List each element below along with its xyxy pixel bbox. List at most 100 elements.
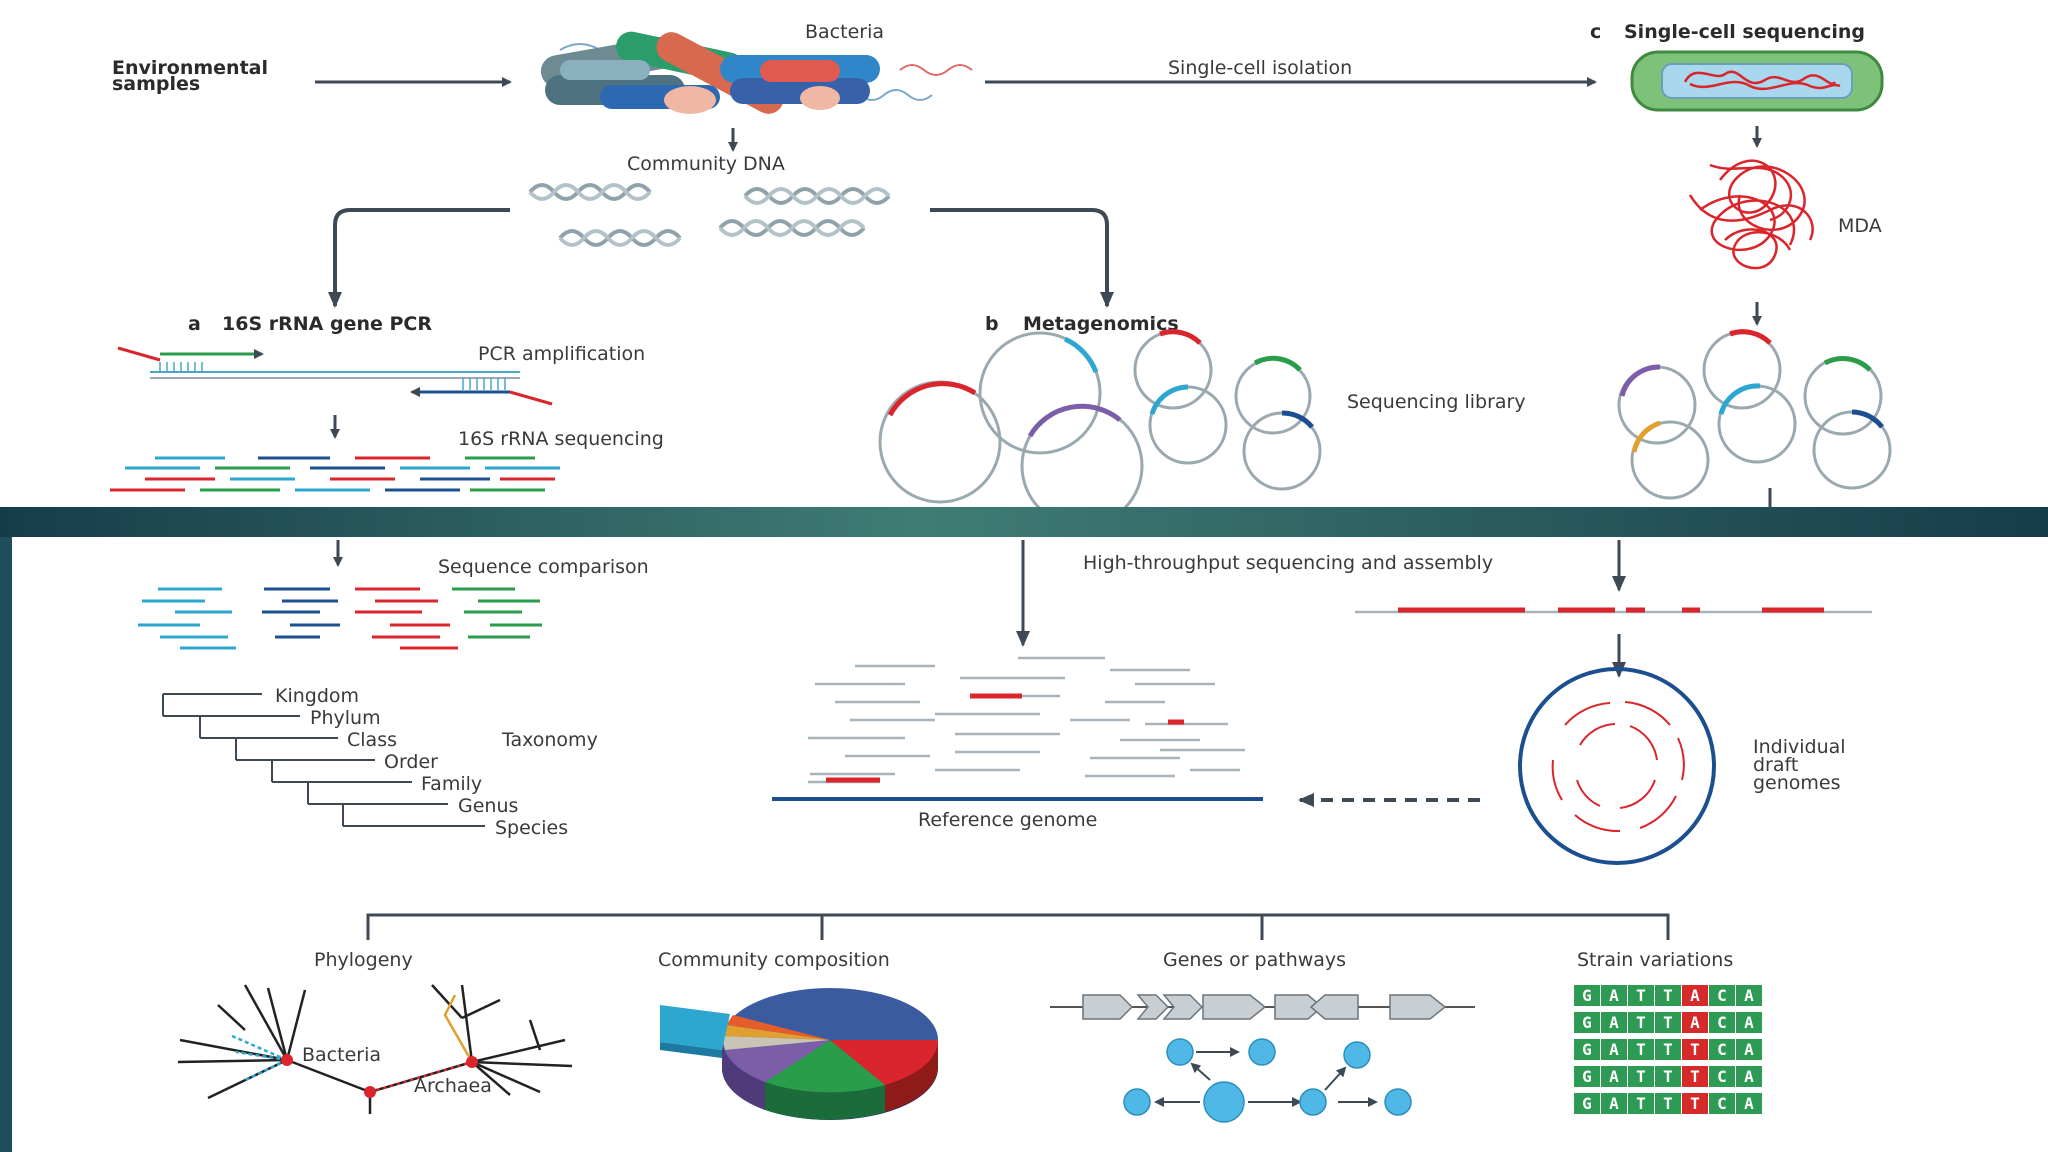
strain-cell <box>1736 985 1762 1006</box>
metagenomics-library-plasmids <box>878 329 1322 528</box>
strain-base-label: G <box>1582 1094 1592 1113</box>
community-composition-label: Community composition <box>658 949 890 971</box>
strain-cell <box>1628 1066 1654 1087</box>
strain-cell <box>1601 1066 1627 1087</box>
svg-text:Metagenomics: Metagenomics <box>1023 313 1179 335</box>
strain-cell <box>1655 1066 1681 1087</box>
strain-base-label: T <box>1663 986 1673 1005</box>
strain-cell <box>1736 1012 1762 1033</box>
outputs-bracket <box>366 913 1670 940</box>
strain-base-label: A <box>1744 1040 1754 1059</box>
svg-text:Environmental: Environmental <box>112 57 268 79</box>
strain-base-label: C <box>1717 1013 1727 1032</box>
strain-base-label: T <box>1636 1067 1646 1086</box>
strain-cell <box>1709 1093 1735 1114</box>
arrow-to-pcr <box>328 208 510 308</box>
strain-cell <box>1628 1012 1654 1033</box>
strain-base-label: T <box>1663 1013 1673 1032</box>
strain-base-label: C <box>1717 1067 1727 1086</box>
rrna-sequencing-label: 16S rRNA sequencing <box>458 428 664 450</box>
draft-genome-circle <box>1518 667 1716 865</box>
strain-cell <box>1709 1012 1735 1033</box>
sequence-comparison-reads <box>138 587 542 650</box>
svg-text:samples: samples <box>112 73 200 95</box>
strain-cell <box>1655 1012 1681 1033</box>
sequencing-library-label: Sequencing library <box>1347 391 1526 413</box>
strain-cell <box>1628 985 1654 1006</box>
strain-base-label: A <box>1744 1013 1754 1032</box>
strain-cell <box>1709 985 1735 1006</box>
genes-pathways-label: Genes or pathways <box>1163 949 1346 971</box>
strain-base-label: A <box>1744 1067 1754 1086</box>
strain-cell <box>1655 1039 1681 1060</box>
strain-cell <box>1574 985 1600 1006</box>
strain-cell <box>1655 1093 1681 1114</box>
strain-base-label: A <box>1609 1067 1619 1086</box>
dna-helix-icons <box>528 183 891 247</box>
single-cell-isolation-label: Single-cell isolation <box>1168 57 1352 79</box>
strain-base-label: A <box>1744 986 1754 1005</box>
strain-base-label: C <box>1717 986 1727 1005</box>
mda-tangle-icon <box>1688 159 1814 270</box>
strain-base-label: T <box>1663 1094 1673 1113</box>
strain-cell <box>1682 1066 1708 1087</box>
strain-cell <box>1736 1066 1762 1087</box>
svg-text:b: b <box>985 313 999 335</box>
taxonomy-rank-kingdom: Kingdom <box>275 685 359 707</box>
strain-cell <box>1682 1093 1708 1114</box>
assembly-reads <box>808 656 1245 784</box>
strain-base-label: T <box>1663 1040 1673 1059</box>
draft-genomes-label: Individual draft genomes <box>1753 736 1846 794</box>
strain-base-label: A <box>1609 1013 1619 1032</box>
strain-base-label: T <box>1636 1040 1646 1059</box>
hts-assembly-label: High-throughput sequencing and assembly <box>1083 552 1493 574</box>
strain-cell <box>1682 1039 1708 1060</box>
taxonomy-rank-species: Species <box>495 817 568 839</box>
reference-genome-label: Reference genome <box>918 809 1097 831</box>
strain-variations-label: Strain variations <box>1577 949 1733 971</box>
strain-base-label: A <box>1609 986 1619 1005</box>
tree-archaea-label: Archaea <box>414 1075 492 1097</box>
tree-bacteria-label: Bacteria <box>302 1044 381 1066</box>
arrow-to-metagenomics <box>930 208 1114 308</box>
strain-cell <box>1574 1012 1600 1033</box>
gene-arrows-icon <box>1050 994 1475 1020</box>
strain-base-label: T <box>1636 1094 1646 1113</box>
strain-cell <box>1628 1093 1654 1114</box>
taxonomy-rank-genus: Genus <box>458 795 518 817</box>
pcr-schematic <box>117 346 553 406</box>
slide-divider-band <box>0 507 2048 537</box>
svg-text:16S rRNA gene PCR: 16S rRNA gene PCR <box>222 313 432 335</box>
pcr-title: a 16S rRNA gene PCR <box>188 313 432 335</box>
sequence-comparison-label: Sequence comparison <box>438 556 649 578</box>
strain-cell <box>1601 1039 1627 1060</box>
strain-base-label: A <box>1690 1013 1700 1032</box>
strain-base-label: A <box>1690 986 1700 1005</box>
strain-base-label: T <box>1663 1067 1673 1086</box>
strain-cell <box>1709 1039 1735 1060</box>
strain-cell <box>1736 1039 1762 1060</box>
strain-cell <box>1682 1012 1708 1033</box>
strain-base-label: T <box>1636 986 1646 1005</box>
single-cell-library-plasmids <box>1617 329 1892 500</box>
strain-cell <box>1655 985 1681 1006</box>
svg-text:genomes: genomes <box>1753 772 1841 794</box>
svg-text:Individual: Individual <box>1753 736 1846 758</box>
strain-base-label: G <box>1582 1040 1592 1059</box>
taxonomy-rank-phylum: Phylum <box>310 707 381 729</box>
env-samples-label: Environmental samples <box>112 57 268 95</box>
phylogeny-label: Phylogeny <box>314 949 413 971</box>
taxonomy-rank-family: Family <box>421 773 482 795</box>
strain-base-label: C <box>1717 1094 1727 1113</box>
strain-base-label: A <box>1609 1040 1619 1059</box>
taxonomy-rank-order: Order <box>384 751 438 773</box>
svg-text:draft: draft <box>1753 754 1798 776</box>
strain-cell <box>1574 1039 1600 1060</box>
strain-base-label: G <box>1582 1067 1592 1086</box>
metagenomics-title: b Metagenomics <box>985 313 1179 335</box>
strain-base-label: A <box>1609 1094 1619 1113</box>
strain-base-label: A <box>1744 1094 1754 1113</box>
single-cell-title: c Single-cell sequencing <box>1590 21 1865 43</box>
taxonomy-label: Taxonomy <box>501 729 598 751</box>
